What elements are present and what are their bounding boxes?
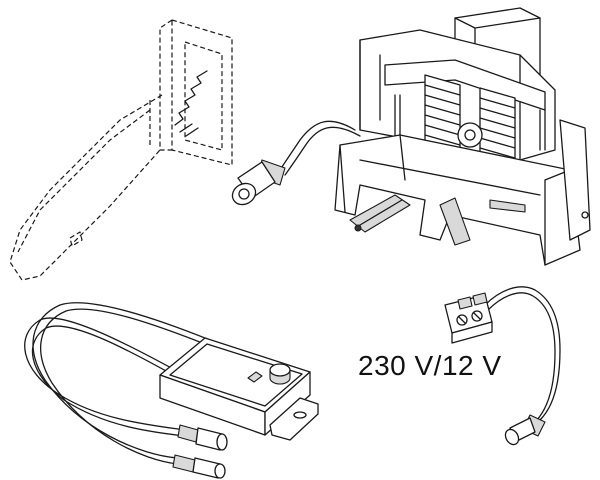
dashed-bracket (9, 19, 233, 281)
valve-actuator-unit (231, 7, 591, 266)
terminal-cable (444, 286, 561, 446)
power-adapter (24, 302, 319, 479)
voltage-label: 230 V/12 V (358, 350, 502, 381)
